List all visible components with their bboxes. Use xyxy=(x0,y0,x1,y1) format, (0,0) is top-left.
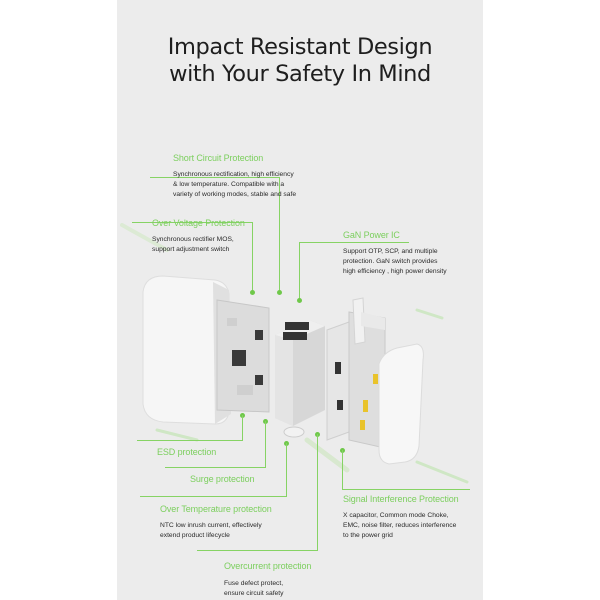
leader-line xyxy=(165,467,266,468)
desc-line: protection. GaN switch provides xyxy=(343,258,438,266)
leader-line xyxy=(299,242,409,243)
leader-line xyxy=(242,415,243,440)
front-plate xyxy=(378,343,424,465)
leader-line xyxy=(286,443,287,496)
desc-line: extend product lifecycle xyxy=(160,532,230,540)
callout-desc-over-temperature: NTC low inrush current, effectively exte… xyxy=(160,521,262,541)
callout-dot xyxy=(250,290,255,295)
leader-line xyxy=(342,450,343,489)
leader-line xyxy=(140,496,287,497)
desc-line: variety of working modes, stable and saf… xyxy=(173,191,297,199)
callout-desc-signal-interference: X capacitor, Common mode Choke, EMC, noi… xyxy=(343,511,456,542)
leader-line xyxy=(299,242,300,300)
desc-line: Synchronous rectifier MOS, xyxy=(152,236,234,243)
desc-line: support adjustment switch xyxy=(152,246,230,254)
desc-line: high efficiency , high power density xyxy=(343,268,447,276)
leader-line xyxy=(197,550,318,551)
leader-line xyxy=(137,440,243,441)
leader-line xyxy=(150,177,280,178)
desc-line: to the power grid xyxy=(343,532,393,540)
callout-label-signal-interference: Signal Interference Protection xyxy=(343,494,459,504)
callout-desc-overcurrent: Fuse defect protect, ensure circuit safe… xyxy=(224,579,283,599)
callout-desc-short-circuit: Synchronous rectification, high efficien… xyxy=(173,170,296,201)
callout-label-surge: Surge protection xyxy=(190,474,255,484)
desc-line: Fuse defect protect, xyxy=(224,580,284,587)
callout-dot xyxy=(277,290,282,295)
callout-desc-gan-power-ic: Support OTP, SCP, and multiple protectio… xyxy=(343,247,447,278)
transformer-block xyxy=(275,320,325,438)
desc-line: EMC, noise filter, reduces interference xyxy=(343,522,457,530)
desc-line: & low temperature. Compatible with a xyxy=(173,181,285,189)
desc-line: NTC low inrush current, effectively xyxy=(160,522,262,529)
callout-dot xyxy=(297,298,302,303)
pcb-board-1 xyxy=(216,299,270,413)
plug-prongs xyxy=(352,297,385,345)
title-line-2: with Your Safety In Mind xyxy=(169,61,431,87)
infographic-panel: Impact Resistant Design with Your Safety… xyxy=(117,0,483,600)
callout-label-overcurrent: Overcurrent protection xyxy=(224,561,312,571)
leader-line xyxy=(342,489,470,490)
charger-exploded-view-illustration xyxy=(120,223,469,484)
leader-line xyxy=(279,177,280,292)
title-line-1: Impact Resistant Design xyxy=(167,34,433,60)
leader-line xyxy=(317,434,318,550)
desc-line: Support OTP, SCP, and multiple xyxy=(343,248,438,255)
desc-line: Synchronous rectification, high efficien… xyxy=(173,171,294,178)
callout-desc-over-voltage: Synchronous rectifier MOS, support adjus… xyxy=(152,235,234,255)
page-title: Impact Resistant Design with Your Safety… xyxy=(117,34,483,88)
callout-label-short-circuit: Short Circuit Protection xyxy=(173,153,264,163)
callout-label-gan-power-ic: GaN Power IC xyxy=(343,230,400,240)
desc-line: ensure circuit safety xyxy=(224,590,284,598)
callout-label-over-temperature: Over Temperature protection xyxy=(160,504,272,514)
callout-label-esd: ESD protection xyxy=(157,447,217,457)
desc-line: X capacitor, Common mode Choke, xyxy=(343,512,449,519)
callout-label-over-voltage: Over Voltage Protection xyxy=(152,218,245,228)
pcb-board-2 xyxy=(326,321,350,441)
leader-line xyxy=(265,421,266,467)
leader-line xyxy=(252,222,253,292)
leader-line xyxy=(132,222,253,223)
light-streaks-decoration xyxy=(120,223,469,484)
